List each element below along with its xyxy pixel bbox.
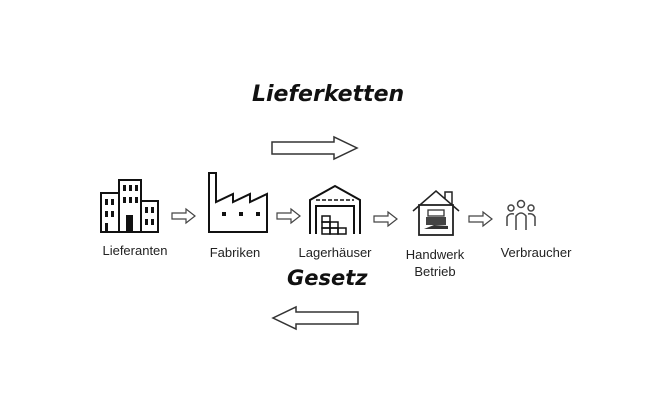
node-label-betrieb: Betrieb bbox=[414, 264, 456, 279]
node-label-handwerk: Handwerk bbox=[405, 247, 465, 262]
arrow-right-icon bbox=[373, 210, 398, 228]
workshop-house-icon bbox=[412, 190, 460, 236]
node-label-lieferanten: Lieferanten bbox=[102, 243, 168, 258]
warehouse-icon bbox=[309, 184, 361, 235]
arrow-right-large-icon bbox=[271, 135, 359, 161]
node-label-lagerhaeuser: Lagerhäuser bbox=[298, 245, 372, 260]
factory-icon bbox=[208, 172, 268, 233]
office-buildings-icon bbox=[100, 179, 159, 233]
arrow-left-large-icon bbox=[271, 305, 359, 331]
arrow-right-icon bbox=[276, 207, 301, 225]
arrow-right-icon bbox=[468, 210, 493, 228]
people-icon bbox=[506, 199, 536, 230]
arrow-right-icon bbox=[171, 207, 196, 225]
title-lieferketten: Lieferketten bbox=[252, 82, 405, 107]
node-label-fabriken: Fabriken bbox=[209, 245, 261, 260]
title-gesetz: Gesetz bbox=[287, 266, 368, 290]
node-label-verbraucher: Verbraucher bbox=[500, 245, 572, 260]
